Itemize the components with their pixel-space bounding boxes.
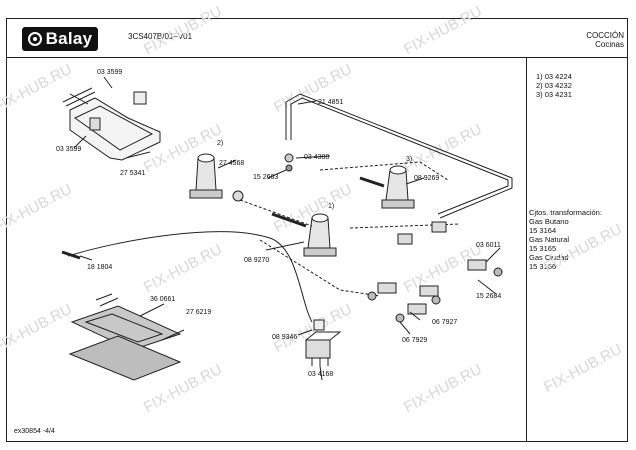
legend-item: 3) 03 4231 <box>536 90 572 99</box>
part-label: 15 2683 <box>253 174 278 181</box>
part-label: 03 4308 <box>304 154 329 161</box>
leader-lines <box>73 76 501 381</box>
injector-nozzle <box>284 153 294 163</box>
part-label: 06 7929 <box>402 337 427 344</box>
wire-clip <box>61 250 81 260</box>
category-main: COCCIÓN <box>586 31 624 40</box>
burner-assembly-2 <box>189 153 223 199</box>
part-marker: 1) <box>328 203 334 210</box>
part-label: 27 5341 <box>120 170 145 177</box>
part-label: 21 4851 <box>318 99 343 106</box>
burner-assembly-3 <box>359 165 415 209</box>
part-label: 18 1804 <box>87 264 112 271</box>
brand-name: Balay <box>45 29 93 48</box>
header-divider <box>6 57 628 58</box>
drawing-frame <box>6 18 628 442</box>
brand-ring-icon <box>27 32 42 46</box>
part-label: 08 9346 <box>272 334 297 341</box>
category-sub: Cocinas <box>595 40 624 49</box>
page-footer: ex30854 -4/4 <box>14 428 55 435</box>
part-label: 03 6011 <box>476 242 501 249</box>
conversion-title: Cjtos. transformación: <box>529 208 602 217</box>
legend-item: 2) 03 4232 <box>536 81 572 90</box>
conversion-line: Gas Ciudad <box>529 253 569 262</box>
part-label: 03 3599 <box>56 146 81 153</box>
footnote-legend: 1) 03 4224 2) 03 4232 3) 03 4231 <box>536 72 572 99</box>
conversion-line: 15 3166 <box>529 262 557 271</box>
injector-nozzle <box>232 190 244 202</box>
conversion-line: Gas Butano <box>529 217 569 226</box>
thermocouple-wire <box>67 231 313 323</box>
part-label: 03 4168 <box>308 371 333 378</box>
part-label: 06 7927 <box>432 319 457 326</box>
conversion-line: Gas Natural <box>529 235 570 244</box>
legend-item: 1) 03 4224 <box>536 72 572 81</box>
gas-valve <box>367 221 503 323</box>
part-marker: 3) <box>406 156 412 163</box>
conversion-line: 15 3164 <box>529 226 557 235</box>
document-code: 3CS407B/01–V01 <box>128 32 193 41</box>
part-label: 08 9269 <box>414 175 439 182</box>
part-marker: 2) <box>217 140 223 147</box>
part-label: 03 3599 <box>97 69 122 76</box>
ignition-module <box>305 319 342 366</box>
brand-logo: Balay <box>22 27 98 51</box>
injector-nozzle <box>285 164 293 172</box>
part-label: 08 9270 <box>244 257 269 264</box>
part-label: 36 0661 <box>150 296 175 303</box>
part-label: 15 2684 <box>476 293 501 300</box>
part-label: 27 6219 <box>186 309 211 316</box>
part-label: 27 4568 <box>219 160 244 167</box>
conversion-kits: Cjtos. transformación: Gas Butano 15 316… <box>529 208 602 271</box>
oven-base-element <box>68 293 182 381</box>
category-block: COCCIÓN Cocinas <box>586 31 624 49</box>
legend-divider <box>526 57 527 442</box>
gas-manifold-pipe <box>285 93 513 219</box>
burner-assembly-1 <box>271 212 337 257</box>
oven-grill-element <box>62 87 161 161</box>
assembly-lines <box>239 161 461 297</box>
conversion-line: 15 3165 <box>529 244 557 253</box>
